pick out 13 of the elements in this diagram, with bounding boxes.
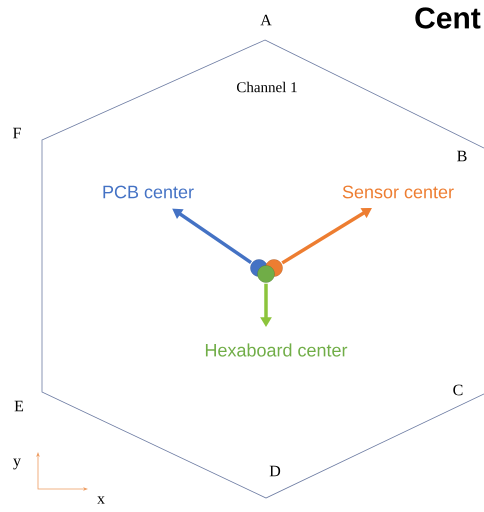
center-label: PCB center [103, 186, 194, 198]
vertex-label: D [270, 466, 280, 476]
vertex-label: B [457, 150, 467, 162]
axis-label: x [97, 496, 105, 504]
vertex-label: A [260, 14, 272, 26]
center-dot [257, 265, 275, 283]
axis-label: y [13, 458, 21, 470]
vertex-label: C [453, 384, 462, 396]
title-text: Cent [415, 7, 480, 29]
center-label: Sensor center [342, 186, 454, 198]
vertex-label: E [14, 400, 24, 412]
center-label: Hexaboard center [206, 343, 348, 357]
vertex-label: F [13, 128, 21, 138]
